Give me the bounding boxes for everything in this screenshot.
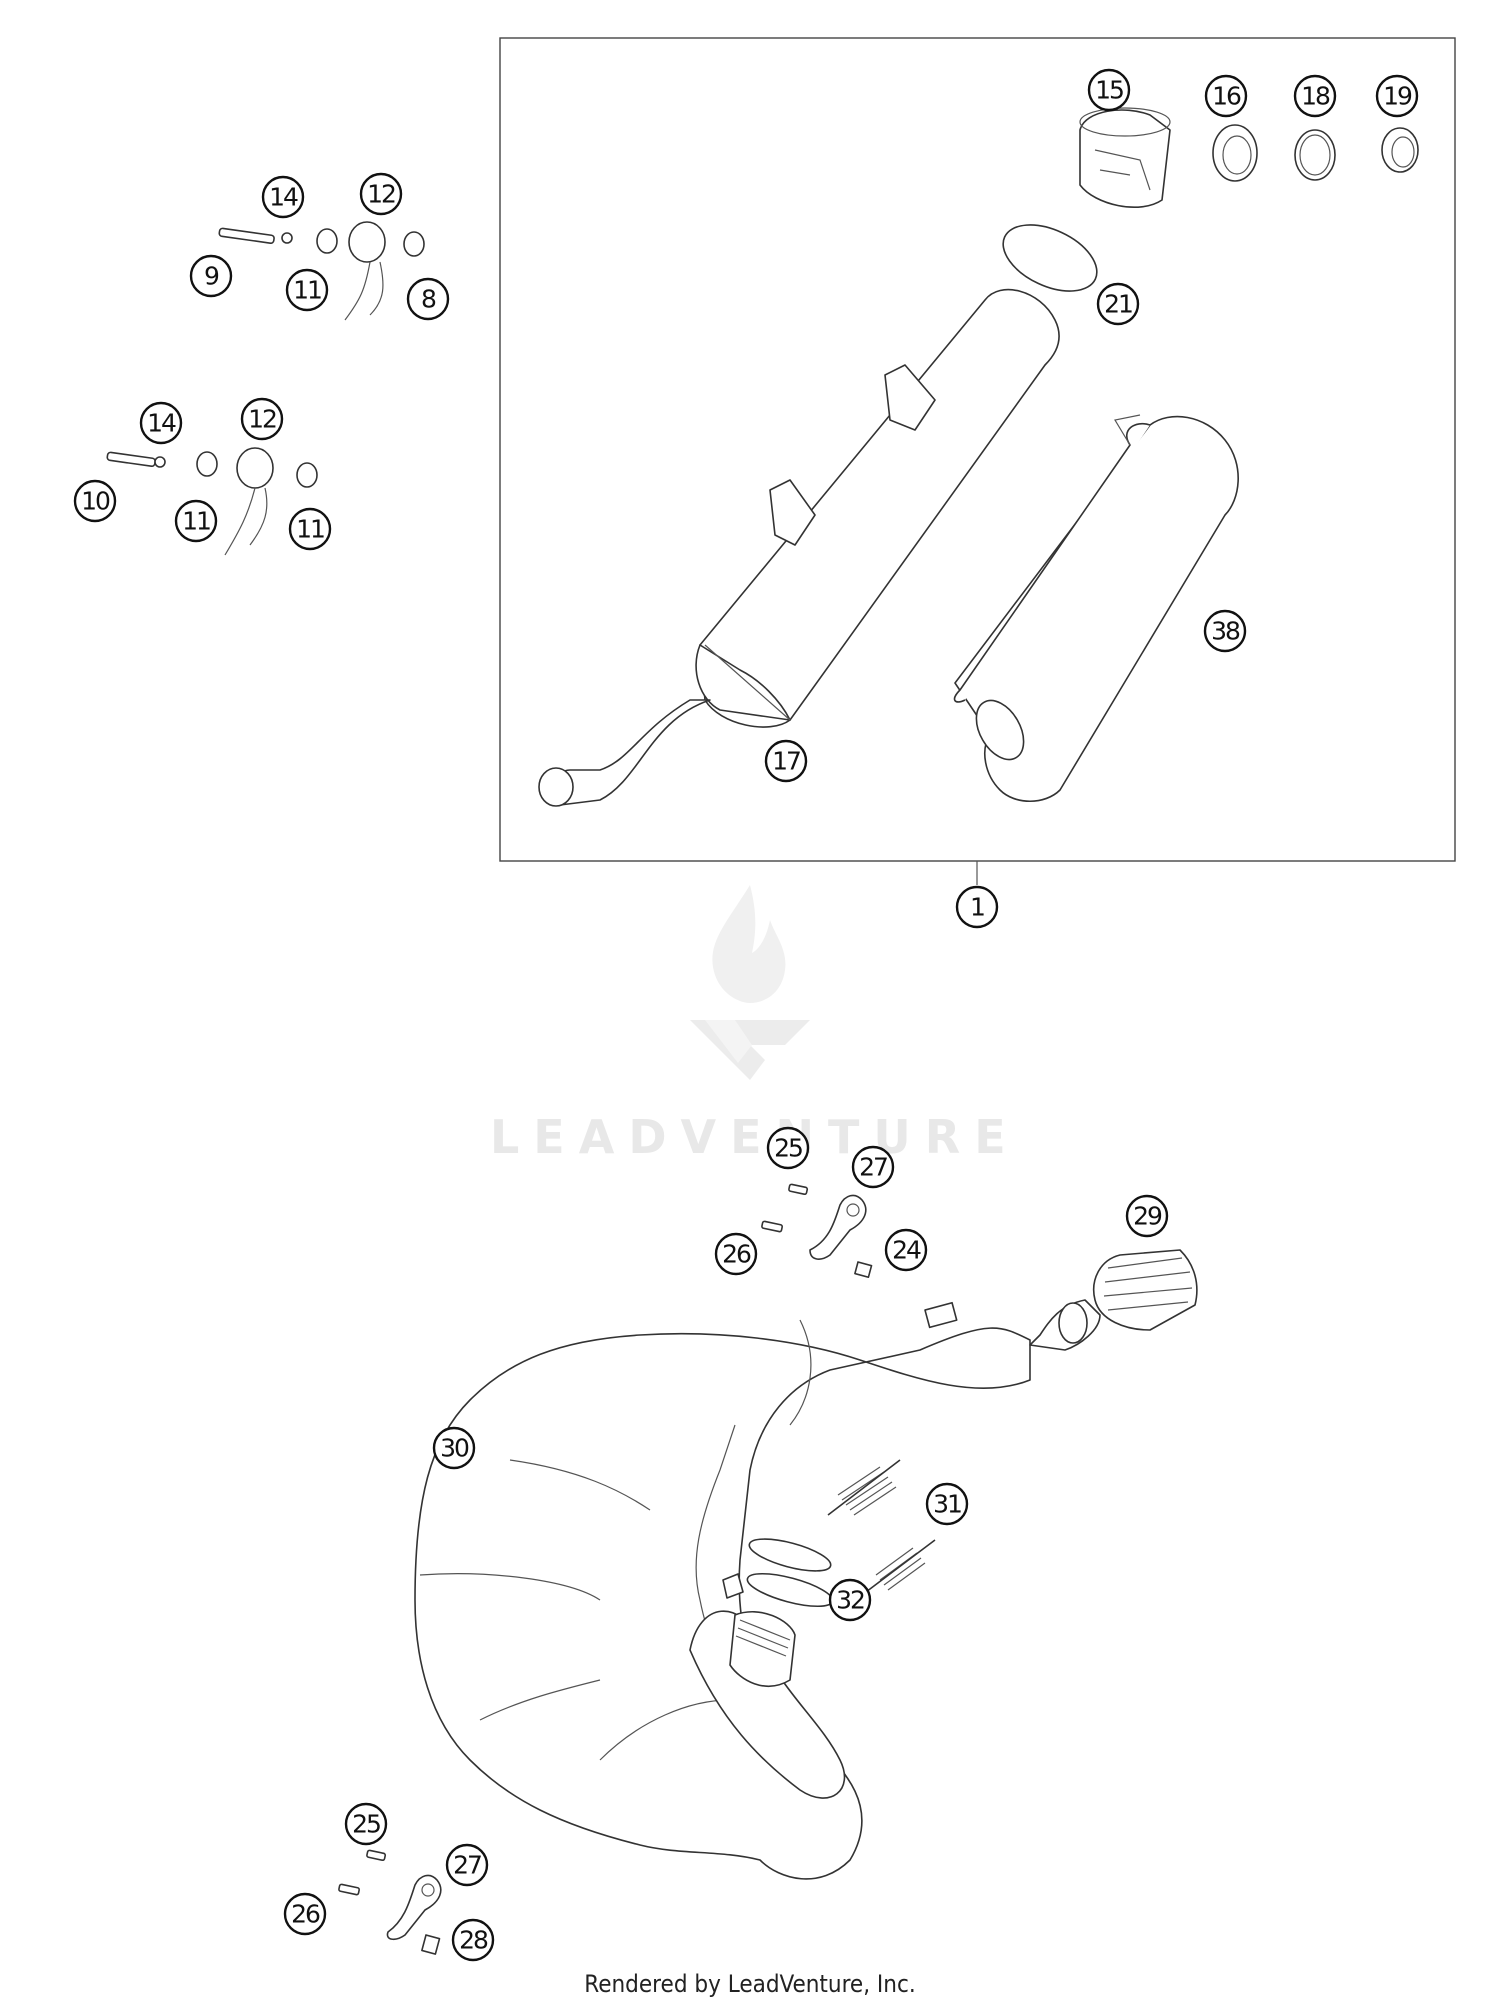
- callout-12a-label: 12: [367, 180, 395, 209]
- callout-27b-label: 27: [453, 1851, 481, 1880]
- callout-14a-label: 14: [269, 183, 298, 212]
- callout-18-label: 18: [1301, 82, 1330, 111]
- callout-24-label: 24: [892, 1236, 921, 1265]
- callout-1[interactable]: 1: [955, 885, 999, 929]
- callout-32-label: 32: [836, 1586, 864, 1615]
- callout-29-label: 29: [1133, 1202, 1162, 1231]
- callout-12a[interactable]: 12: [359, 172, 403, 216]
- leadventure-watermark: LEADVENTURE: [490, 865, 1010, 1165]
- callout-15-label: 15: [1095, 76, 1123, 105]
- callout-27b[interactable]: 27: [445, 1843, 489, 1887]
- callout-11b-label: 11: [182, 507, 210, 536]
- part-ring-16[interactable]: [1212, 124, 1258, 182]
- callout-11a-label: 11: [293, 276, 321, 305]
- callout-14b-label: 14: [147, 409, 176, 438]
- callout-25a-label: 25: [774, 1134, 802, 1163]
- callout-11c-label: 11: [296, 515, 324, 544]
- watermark-text: LEADVENTURE: [490, 1110, 1020, 1164]
- callout-26a-label: 26: [722, 1240, 751, 1269]
- part-ring-18[interactable]: [1294, 129, 1336, 181]
- callout-26b[interactable]: 26: [283, 1892, 327, 1936]
- part-outer-cover[interactable]: [953, 414, 1239, 802]
- part-clamp-bracket-lower[interactable]: [338, 1849, 442, 1955]
- callout-32[interactable]: 32: [828, 1578, 872, 1622]
- callout-18[interactable]: 18: [1293, 74, 1337, 118]
- callout-38-label: 38: [1211, 617, 1240, 646]
- callout-10[interactable]: 10: [73, 479, 117, 523]
- callout-15[interactable]: 15: [1087, 68, 1131, 112]
- part-springs[interactable]: [827, 1459, 936, 1596]
- callout-17-label: 17: [772, 747, 800, 776]
- callout-19[interactable]: 19: [1375, 74, 1419, 118]
- part-silencer-body[interactable]: [538, 288, 1060, 807]
- part-mount-bracket-lower[interactable]: [106, 447, 318, 556]
- callout-8-label: 8: [421, 285, 436, 314]
- callout-11b[interactable]: 11: [174, 499, 218, 543]
- callout-21[interactable]: 21: [1096, 282, 1140, 326]
- callout-16[interactable]: 16: [1204, 74, 1248, 118]
- part-exhaust-pipe[interactable]: [414, 1299, 1101, 1880]
- callout-8[interactable]: 8: [406, 277, 450, 321]
- callout-30[interactable]: 30: [432, 1426, 476, 1470]
- part-ring-19[interactable]: [1381, 127, 1419, 173]
- callout-9[interactable]: 9: [189, 254, 233, 298]
- callout-21-label: 21: [1104, 290, 1132, 319]
- callout-27a-label: 27: [859, 1153, 887, 1182]
- callout-27a[interactable]: 27: [851, 1145, 895, 1189]
- callout-26b-label: 26: [291, 1900, 320, 1929]
- callout-31-label: 31: [933, 1490, 961, 1519]
- callout-19-label: 19: [1383, 82, 1412, 111]
- callout-1-label: 1: [970, 893, 984, 922]
- callout-12b-label: 12: [248, 405, 276, 434]
- callout-28[interactable]: 28: [451, 1918, 495, 1962]
- callout-11c[interactable]: 11: [288, 507, 332, 551]
- callout-17[interactable]: 17: [764, 739, 808, 783]
- callout-14a[interactable]: 14: [261, 175, 305, 219]
- part-rubber-bellow[interactable]: [1093, 1249, 1198, 1331]
- callout-38[interactable]: 38: [1203, 609, 1247, 653]
- callout-16-label: 16: [1212, 82, 1241, 111]
- callout-14b[interactable]: 14: [139, 401, 183, 445]
- callout-31[interactable]: 31: [925, 1482, 969, 1526]
- part-end-cap[interactable]: [1079, 107, 1171, 208]
- callout-10-label: 10: [81, 487, 110, 516]
- callout-25b[interactable]: 25: [344, 1802, 388, 1846]
- callout-28-label: 28: [459, 1926, 488, 1955]
- callout-29[interactable]: 29: [1125, 1194, 1169, 1238]
- callout-11a[interactable]: 11: [285, 268, 329, 312]
- footer-credit: Rendered by LeadVenture, Inc.: [584, 1970, 916, 1998]
- watermark-logo-icon: [690, 885, 810, 1080]
- part-o-rings[interactable]: [729, 1533, 836, 1687]
- callout-9-label: 9: [204, 262, 219, 291]
- part-mount-bracket-upper[interactable]: [218, 221, 425, 321]
- callout-24[interactable]: 24: [884, 1228, 928, 1272]
- callout-26a[interactable]: 26: [714, 1232, 758, 1276]
- part-gasket-21[interactable]: [993, 211, 1107, 304]
- callout-25b-label: 25: [352, 1810, 380, 1839]
- callout-30-label: 30: [440, 1434, 469, 1463]
- part-clamp-bracket-upper[interactable]: [761, 1183, 873, 1279]
- callout-25a[interactable]: 25: [766, 1126, 810, 1170]
- callout-12b[interactable]: 12: [240, 397, 284, 441]
